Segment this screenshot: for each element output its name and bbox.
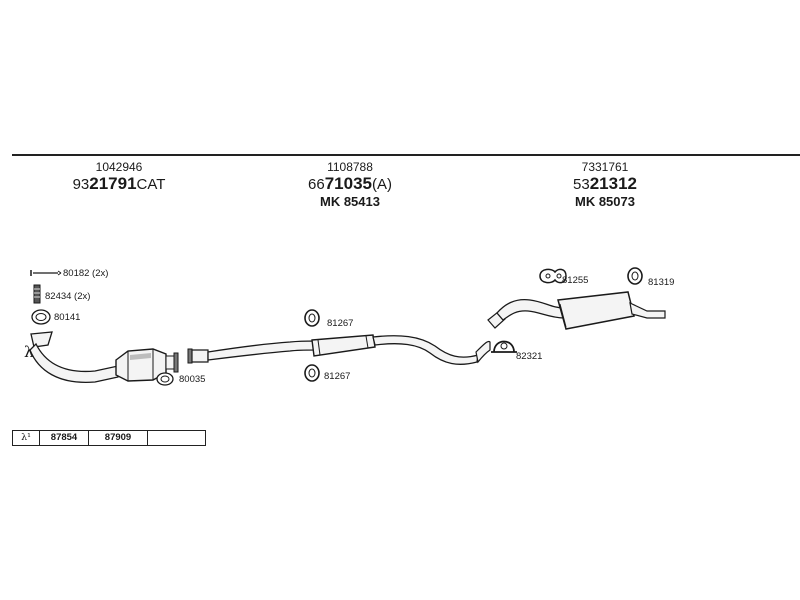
rubber-hanger-icon <box>539 268 567 284</box>
label-82321: 82321 <box>516 351 542 362</box>
gasket-icon <box>156 372 174 386</box>
part-number: 6671035(A) <box>308 174 392 193</box>
legend-cell: 87854 <box>40 431 89 445</box>
mounting-kit-number: MK 85073 <box>575 194 635 209</box>
bolt-icon <box>30 270 62 276</box>
legend-cell: 87909 <box>89 431 148 445</box>
pipe-clamp-icon <box>491 340 517 353</box>
label-81267-bottom: 81267 <box>324 371 350 382</box>
label-80141: 80141 <box>54 312 80 323</box>
ref-group-middle-silencer: 1108788 6671035(A) MK 85413 <box>290 160 410 209</box>
catalyst-front-pipe <box>29 331 179 384</box>
middle-silencer-pipe <box>187 334 491 365</box>
label-81255: 81255 <box>562 275 588 286</box>
rear-silencer <box>487 291 666 330</box>
label-82434: 82434 (2x) <box>45 291 90 302</box>
ref-group-catalyst: 1042946 9321791CAT <box>64 160 174 194</box>
stud-icon <box>33 284 41 304</box>
rubber-hanger-icon <box>304 364 320 382</box>
part-number: 9321791CAT <box>72 174 166 193</box>
rubber-hanger-icon <box>627 267 643 285</box>
label-81319: 81319 <box>648 277 674 288</box>
legend-cell <box>148 431 205 445</box>
label-81267-top: 81267 <box>327 318 353 329</box>
label-80035: 80035 <box>179 374 205 385</box>
label-80182: 80182 (2x) <box>63 268 108 279</box>
legend-symbol: λ¹ <box>13 431 40 445</box>
top-divider <box>12 154 800 156</box>
mounting-kit-number: MK 85413 <box>320 194 380 209</box>
gasket-icon <box>31 309 51 325</box>
ref-number: 1042946 <box>95 160 143 174</box>
part-number: 5321312 <box>573 174 637 193</box>
lambda-sensor-symbol: λ <box>24 343 34 361</box>
lambda-sensor-legend: λ¹ 87854 87909 <box>12 430 206 446</box>
ref-group-rear-silencer: 7331761 5321312 MK 85073 <box>550 160 660 209</box>
ref-number: 1108788 <box>327 160 373 174</box>
ref-number: 7331761 <box>581 160 629 174</box>
rubber-hanger-icon <box>304 309 320 327</box>
